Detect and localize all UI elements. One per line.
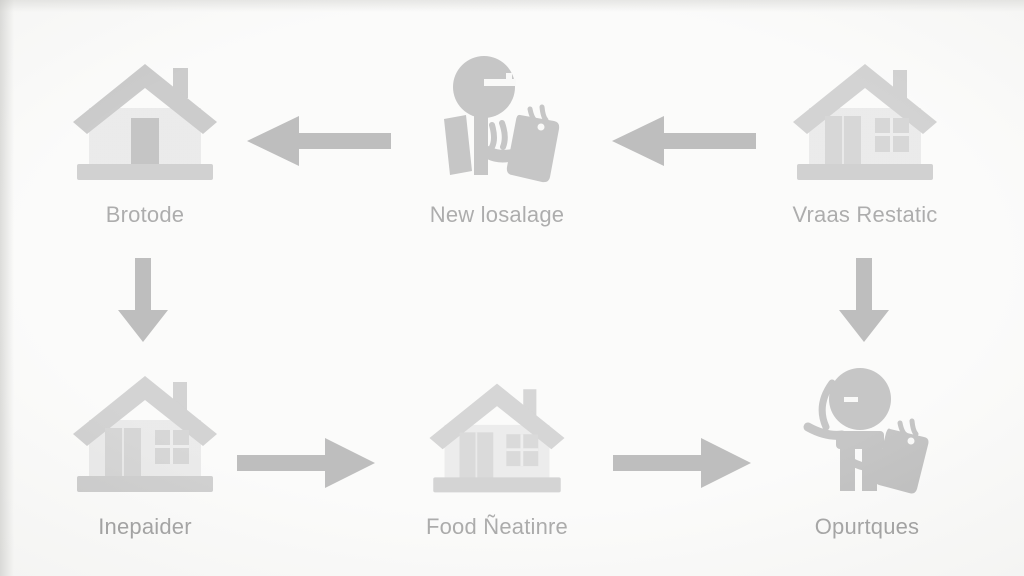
node-food-neatinre[interactable]: Food Ñeatinre	[382, 360, 612, 540]
arrow-left-icon	[243, 112, 391, 175]
person-waving-tag-icon	[752, 360, 982, 500]
house-window-icon	[382, 360, 612, 500]
house-door-icon	[30, 48, 260, 188]
node-opurtques[interactable]: Opurtques	[752, 360, 982, 540]
node-vraas-restatic[interactable]: Vraas Restatic	[750, 48, 980, 228]
node-inepaider[interactable]: Inepaider	[30, 360, 260, 540]
node-label: Inepaider	[98, 514, 192, 539]
arrow-right-icon	[237, 434, 379, 497]
node-new-losalage[interactable]: New losalage	[382, 48, 612, 228]
node-label: Brotode	[105, 202, 185, 227]
person-with-tag-icon	[382, 48, 612, 188]
node-brotode[interactable]: Brotode	[30, 48, 260, 228]
house-window-icon	[750, 48, 980, 188]
arrow-down-icon	[833, 258, 895, 349]
arrow-down-icon	[112, 258, 174, 349]
node-label: New losalage	[429, 202, 565, 227]
house-window-icon	[30, 360, 260, 500]
node-label: Food Ñeatinre	[425, 514, 568, 539]
arrow-left-icon	[608, 112, 756, 175]
node-label: Opurtques	[814, 514, 920, 539]
node-label: Vraas Restatic	[792, 202, 938, 227]
arrow-right-icon	[613, 434, 755, 497]
